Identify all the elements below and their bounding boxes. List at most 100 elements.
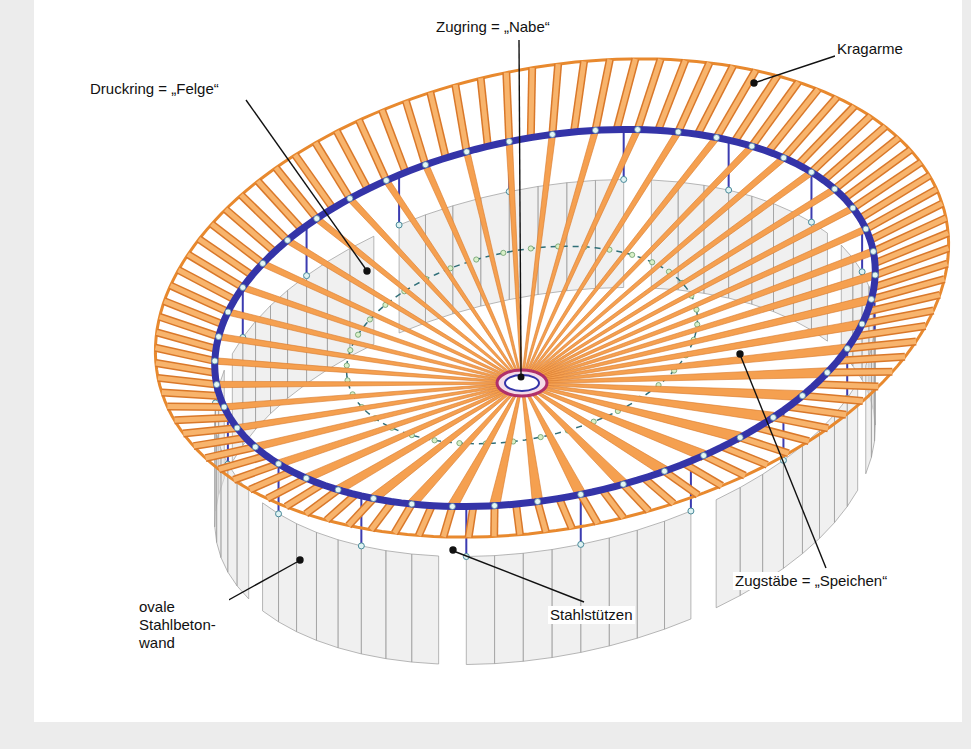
cantilever-arm-face xyxy=(337,131,368,189)
ring-node xyxy=(859,321,865,327)
cantilever-arm-face xyxy=(359,120,386,180)
leader-lines xyxy=(207,40,835,612)
cantilever-arm xyxy=(481,78,488,146)
ring-node xyxy=(850,205,856,211)
ring-node xyxy=(335,487,341,493)
ring-node xyxy=(348,348,353,353)
hub-ring xyxy=(497,370,547,396)
cantilever-arm xyxy=(406,101,426,165)
cantilever-arm-face xyxy=(167,404,224,409)
cantilever-arm-face xyxy=(531,68,532,138)
wall-panel xyxy=(552,544,581,657)
ring-node xyxy=(808,169,814,175)
compression-ring xyxy=(212,127,878,510)
tension-spoke xyxy=(218,333,522,383)
wall-panel xyxy=(412,554,439,664)
leader-dot xyxy=(518,374,524,380)
cantilever-arm xyxy=(337,131,368,189)
tension-spoke xyxy=(522,186,837,383)
cantilever-arm-face xyxy=(870,204,942,240)
leader-line xyxy=(246,100,365,268)
wall-panel xyxy=(871,333,874,457)
tension-spoke xyxy=(522,344,848,384)
ring-node xyxy=(422,162,428,168)
ring-node xyxy=(212,358,218,364)
ring-node xyxy=(506,139,512,145)
wall-panel xyxy=(237,478,249,599)
leader-dot xyxy=(364,268,370,274)
ring-node xyxy=(285,237,291,243)
ring-node xyxy=(474,257,479,262)
cantilever-arm xyxy=(665,471,699,495)
leader-dot xyxy=(737,351,743,357)
cantilever-arm-face xyxy=(538,502,546,532)
ring-node xyxy=(216,334,222,340)
cantilever-arm-face xyxy=(704,456,745,476)
ring-node xyxy=(464,149,470,155)
ring-node xyxy=(501,250,506,255)
ring-node xyxy=(432,438,437,443)
tension-spoke xyxy=(423,164,523,384)
ring-node xyxy=(549,131,555,137)
wall-panel xyxy=(609,530,637,646)
cantilever-arm xyxy=(162,392,220,396)
cantilever-arm-face xyxy=(623,484,648,511)
cantilever-arm-face xyxy=(559,498,572,528)
wall-panel xyxy=(263,503,279,622)
column-joint xyxy=(688,508,694,514)
cantilever-arm xyxy=(382,110,406,172)
ring-node xyxy=(749,143,755,149)
ring-node xyxy=(620,481,626,487)
ring-node xyxy=(221,404,227,410)
column-joint xyxy=(726,187,732,193)
tension-spoke xyxy=(348,196,523,383)
ring-node xyxy=(214,382,220,388)
wall-panel xyxy=(665,511,691,629)
wall-panel xyxy=(637,521,664,638)
wall-panel xyxy=(802,430,819,553)
cantilever-arm-face xyxy=(455,85,466,152)
tension-spoke xyxy=(522,205,855,383)
cantilever-arm xyxy=(516,504,520,535)
cantilever-arm-face xyxy=(162,392,220,396)
ring-node xyxy=(650,260,655,265)
cantilever-arm-face xyxy=(430,92,446,157)
cantilever-arm xyxy=(538,502,546,532)
leader-line xyxy=(456,552,584,602)
ring-node xyxy=(371,495,377,501)
ring-node xyxy=(701,453,707,459)
tension-spoke xyxy=(448,383,523,509)
cantilever-arm xyxy=(552,64,558,134)
cantilever-arm-face xyxy=(665,471,699,495)
wall-panel xyxy=(361,546,386,659)
ring-node xyxy=(240,284,246,290)
cantilever-arm-face xyxy=(552,64,558,134)
cantilever-arm-face xyxy=(371,502,392,530)
column-joint xyxy=(578,541,584,547)
cantilever-arm xyxy=(158,378,217,385)
cantilever-arm-face xyxy=(788,407,846,415)
cantilever-arm xyxy=(490,506,498,537)
column-joint xyxy=(621,176,627,182)
cantilever-arm xyxy=(870,204,942,240)
cantilever-arm xyxy=(167,403,224,411)
spoke-label: Zugstäbe = „Speichen“ xyxy=(733,572,889,590)
ring-node xyxy=(303,475,309,481)
wall-panel xyxy=(288,276,307,399)
cantilever-arm xyxy=(815,384,878,386)
leader-line xyxy=(519,40,521,374)
cantilever-arm xyxy=(684,464,722,486)
tension-spoke xyxy=(277,382,522,467)
cantilever-arm-face xyxy=(205,447,255,458)
column-label: Stahlstützen xyxy=(548,606,635,624)
tension-spoke xyxy=(384,179,523,384)
compression-ring-label: Druckring = „Felge“ xyxy=(88,80,221,98)
cantilever-arm-face xyxy=(581,494,598,523)
cantilever-arm-face xyxy=(395,504,412,533)
tension-spoke xyxy=(521,144,754,384)
cantilever-arm xyxy=(419,506,432,536)
cantilever-arm-face xyxy=(740,438,788,454)
cantilever-arm xyxy=(531,68,532,138)
cantilever-arm-face xyxy=(716,71,755,138)
cantilever-arm-face xyxy=(862,310,933,324)
